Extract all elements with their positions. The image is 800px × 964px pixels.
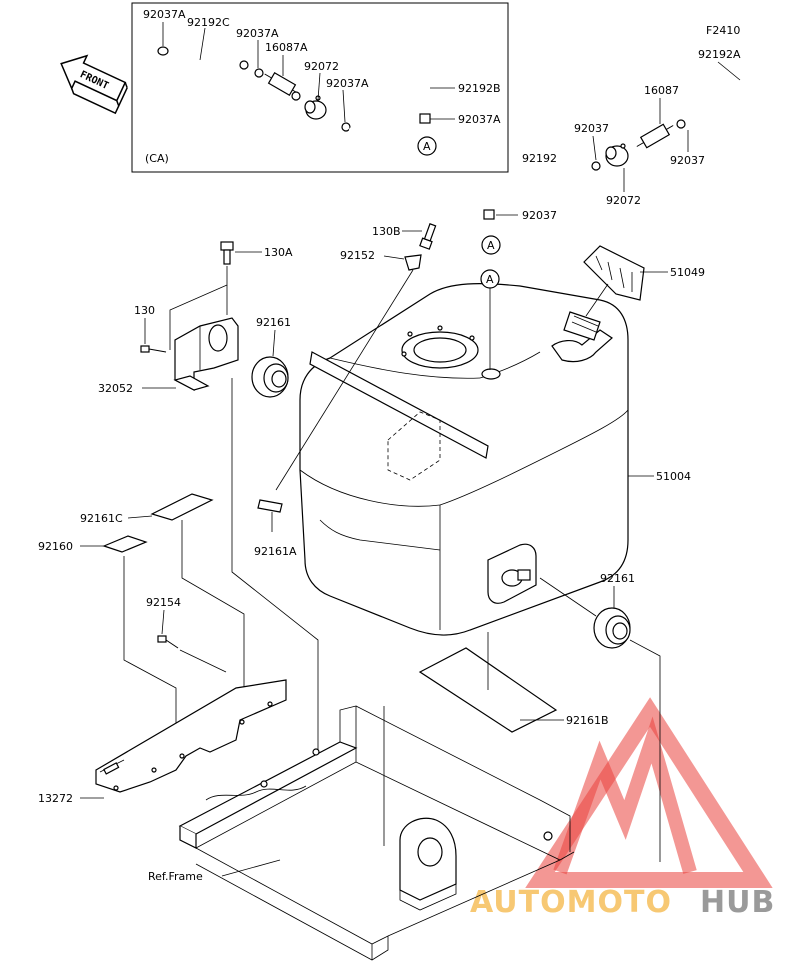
pad-92160 xyxy=(102,535,148,553)
label-ca-92192B: 92192B xyxy=(458,82,501,95)
label-13272: 13272 xyxy=(38,792,73,805)
spacer-92152 xyxy=(404,254,422,271)
grommet-92161-right xyxy=(593,607,631,649)
label-92192: 92192 xyxy=(522,152,557,165)
label-ca-92037A-d: 92037A xyxy=(458,113,501,126)
bolt-130B xyxy=(419,223,437,250)
label-92160: 92160 xyxy=(38,540,73,553)
label-92161-b: 92161 xyxy=(600,572,635,585)
ca-clamp-icon-1 xyxy=(157,46,169,56)
bolt-130A xyxy=(220,241,234,265)
ca-clamp-icon-3 xyxy=(254,68,264,78)
ca-label: (CA) xyxy=(145,152,169,165)
label-ca-92072: 92072 xyxy=(304,60,339,73)
label-16087: 16087 xyxy=(644,84,679,97)
fuel-tank-51004 xyxy=(299,283,629,636)
figure-code: F2410 xyxy=(706,24,740,37)
ca-canister-92072 xyxy=(304,95,327,120)
cap-51049 xyxy=(563,245,645,341)
front-arrow-icon: FRONT xyxy=(60,54,128,115)
bolt-130 xyxy=(140,345,167,353)
label-ca-92037A-a: 92037A xyxy=(143,8,186,21)
clamp-icon-92037-upper xyxy=(676,119,686,129)
label-92072: 92072 xyxy=(606,194,641,207)
label-92154: 92154 xyxy=(146,596,181,609)
ref-marker-a-tank-text: A xyxy=(486,273,494,286)
label-32052: 32052 xyxy=(98,382,133,395)
ca-inset-box xyxy=(131,2,509,173)
watermark-m-shape xyxy=(553,716,697,875)
tray-13272 xyxy=(95,679,287,793)
clamp-icon-92037-lower xyxy=(483,209,495,220)
label-92037-a: 92037 xyxy=(574,122,609,135)
label-92161-a: 92161 xyxy=(256,316,291,329)
canister-92072 xyxy=(605,143,629,167)
label-92161B: 92161B xyxy=(566,714,609,727)
label-51004: 51004 xyxy=(656,470,691,483)
watermark-text-part1: AUTOMOTO xyxy=(470,885,672,920)
label-51049: 51049 xyxy=(670,266,705,279)
ref-marker-a-upper-text: A xyxy=(487,239,495,252)
pad-92161A xyxy=(257,499,283,513)
label-92037-c: 92037 xyxy=(522,209,557,222)
label-ca-16087A: 16087A xyxy=(265,41,308,54)
label-92037-b: 92037 xyxy=(670,154,705,167)
label-92152: 92152 xyxy=(340,249,375,262)
label-92161C: 92161C xyxy=(80,512,123,525)
label-ca-92192C: 92192C xyxy=(187,16,230,29)
valve-16087 xyxy=(636,123,674,149)
label-ca-92037A-c: 92037A xyxy=(326,77,369,90)
bracket-32052 xyxy=(173,317,239,391)
ca-clamp-icon-2 xyxy=(239,60,249,70)
label-92161A: 92161A xyxy=(254,545,297,558)
ca-clamp-icon-6 xyxy=(419,113,431,124)
clamp-icon-92037-mid xyxy=(591,161,601,171)
ca-ref-marker-a xyxy=(417,136,437,156)
ca-clamp-icon-4 xyxy=(291,91,301,101)
watermark-text-part2: HUB xyxy=(700,885,775,920)
grommet-92161-left xyxy=(251,356,289,398)
bolt-92154 xyxy=(157,635,179,649)
label-92192A: 92192A xyxy=(698,48,741,61)
watermark-logo: AUTOMOTO HUB xyxy=(470,697,775,920)
pad-92161C xyxy=(150,493,214,521)
watermark-triangle xyxy=(525,697,773,888)
label-130: 130 xyxy=(134,304,155,317)
label-130A: 130A xyxy=(264,246,293,259)
label-130B: 130B xyxy=(372,225,401,238)
ca-clamp-icon-5 xyxy=(341,122,351,132)
ca-ref-marker-a-text: A xyxy=(423,140,431,153)
label-ref-frame: Ref.Frame xyxy=(148,870,203,883)
label-ca-92037A-b: 92037A xyxy=(236,27,279,40)
ref-frame xyxy=(178,705,575,961)
ref-marker-a-upper xyxy=(481,235,501,255)
